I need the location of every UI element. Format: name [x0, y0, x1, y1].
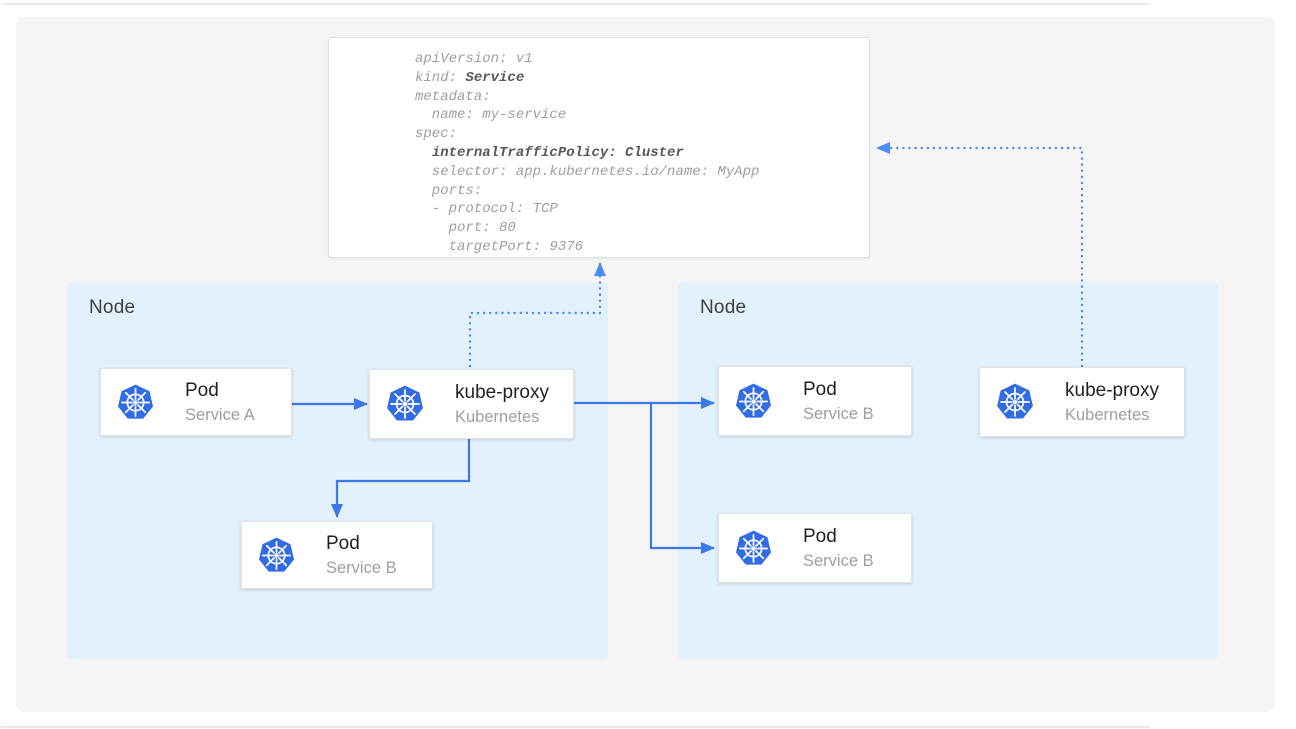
card-title: Pod [185, 379, 219, 401]
card-subtitle: Service B [326, 558, 397, 577]
pod-card-service-b-right-top: Pod Service B [718, 366, 912, 436]
pod-card-service-a: Pod Service A [100, 368, 292, 436]
card-subtitle: Service B [803, 551, 874, 570]
arrow-kube-proxy-to-pod-b-left [331, 437, 471, 518]
kubernetes-icon [117, 383, 154, 419]
dotted-arrow-kube-proxy-right-to-service [875, 142, 1084, 368]
node-label: Node [89, 297, 136, 318]
yaml-line: internalTrafficPolicy: Cluster [431, 144, 684, 161]
card-title: Pod [803, 378, 837, 400]
yaml-line: selector: app.kubernetes.io/name: MyApp [415, 163, 760, 180]
card-subtitle: Service B [803, 404, 874, 423]
kubernetes-icon [996, 382, 1034, 420]
card-title: kube-proxy [1065, 379, 1159, 401]
kubernetes-icon [386, 384, 424, 422]
service-yaml-card: apiVersion: v1 kind: Service metadata: n… [328, 37, 870, 258]
yaml-line: targetPort: 9376 [415, 238, 584, 255]
node-label: Node [700, 297, 747, 318]
card-title: kube-proxy [455, 381, 549, 403]
kube-proxy-card-left: kube-proxy Kubernetes [369, 369, 574, 439]
page-top-divider [3, 3, 1149, 5]
arrow-kube-proxy-to-pod-b-right-bottom [649, 403, 715, 554]
dotted-arrow-kube-proxy-left-to-service [468, 261, 606, 368]
kubernetes-icon [735, 382, 772, 418]
pod-card-service-b-right-bottom: Pod Service B [718, 513, 912, 583]
card-subtitle: Service A [185, 405, 255, 424]
card-title: Pod [326, 532, 360, 554]
yaml-code: apiVersion: v1 kind: Service metadata: n… [415, 50, 759, 257]
card-subtitle: Kubernetes [455, 407, 540, 426]
yaml-line: - protocol: TCP [415, 201, 558, 218]
yaml-line: metadata: [415, 88, 491, 105]
yaml-line: apiVersion: v1 [415, 51, 533, 67]
node-box-left: Node [67, 282, 608, 659]
card-title: Pod [803, 525, 837, 547]
card-subtitle: Kubernetes [1065, 405, 1150, 424]
yaml-line: spec: [415, 126, 458, 143]
yaml-line: kind: Service [415, 69, 525, 86]
node-box-right: Node [678, 282, 1218, 659]
kubernetes-icon [735, 529, 772, 565]
yaml-line: ports: [415, 182, 483, 199]
yaml-line: name: my-service [415, 107, 567, 124]
kube-proxy-card-right: kube-proxy Kubernetes [979, 367, 1185, 437]
yaml-line: port: 80 [415, 220, 516, 237]
page-bottom-divider [0, 726, 1150, 728]
pod-card-service-b-left: Pod Service B [241, 521, 433, 589]
kubernetes-icon [258, 536, 295, 572]
